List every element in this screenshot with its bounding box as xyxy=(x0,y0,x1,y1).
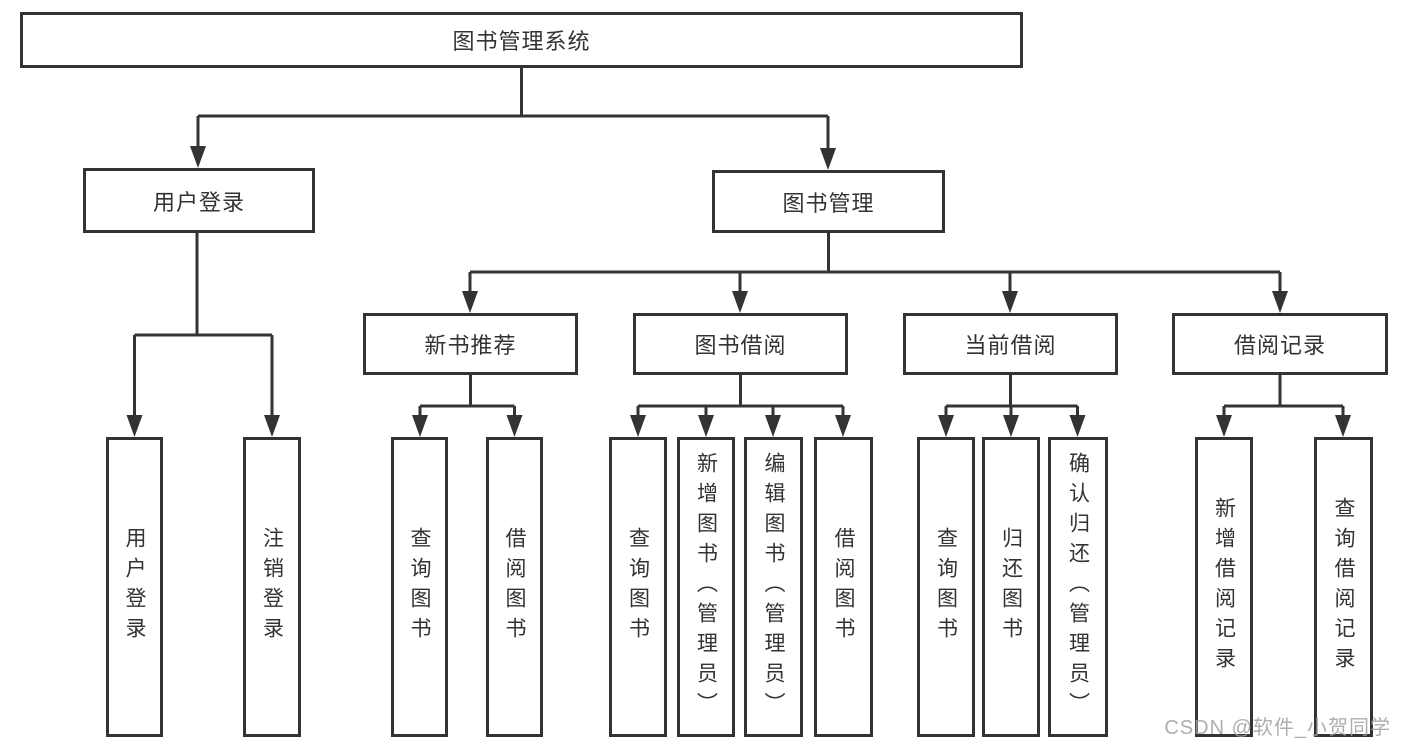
node-current-borrow: 当前借阅 xyxy=(903,313,1118,375)
leaf-borrow-books-2-label: 借阅图书 xyxy=(832,527,855,647)
node-borrow-records: 借阅记录 xyxy=(1172,313,1388,375)
leaf-borrow-books-2: 借阅图书 xyxy=(814,437,873,737)
leaf-edit-book-admin: 编辑图书（管理员） xyxy=(744,437,803,737)
node-user-login-label: 用户登录 xyxy=(152,189,245,215)
leaf-add-book-admin-label: 新增图书（管理员） xyxy=(694,452,718,722)
node-book-borrow-label: 图书借阅 xyxy=(694,333,787,358)
arrowheads xyxy=(126,146,1351,437)
leaf-return-book-label: 归还图书 xyxy=(999,527,1023,647)
leaf-edit-book-admin-label: 编辑图书（管理员） xyxy=(762,452,785,722)
node-borrow-records-label: 借阅记录 xyxy=(1233,333,1326,358)
leaf-query-books-current-label: 查询图书 xyxy=(934,527,958,647)
leaf-logout-label: 注销登录 xyxy=(260,527,284,647)
leaf-query-books-borrow: 查询图书 xyxy=(609,437,667,737)
leaf-add-borrow-record: 新增借阅记录 xyxy=(1195,437,1253,737)
leaf-query-books-recommend-label: 查询图书 xyxy=(408,527,431,647)
leaf-borrow-books-recommend: 借阅图书 xyxy=(486,437,543,737)
leaf-query-books-current: 查询图书 xyxy=(917,437,975,737)
leaf-query-books-borrow-label: 查询图书 xyxy=(626,527,650,647)
node-new-book-recommend: 新书推荐 xyxy=(363,313,578,375)
leaf-user-login: 用户登录 xyxy=(106,437,163,737)
leaf-add-borrow-record-label: 新增借阅记录 xyxy=(1212,497,1236,677)
leaf-borrow-books-recommend-label: 借阅图书 xyxy=(503,527,526,647)
leaf-query-books-recommend: 查询图书 xyxy=(391,437,448,737)
leaf-confirm-return-admin-label: 确认归还（管理员） xyxy=(1066,452,1090,722)
leaf-user-login-label: 用户登录 xyxy=(123,527,146,647)
node-book-management-label: 图书管理 xyxy=(782,190,875,216)
node-book-management: 图书管理 xyxy=(712,170,945,233)
node-root: 图书管理系统 xyxy=(20,12,1023,68)
node-new-book-recommend-label: 新书推荐 xyxy=(424,333,517,358)
leaf-return-book: 归还图书 xyxy=(982,437,1040,737)
node-current-borrow-label: 当前借阅 xyxy=(964,333,1057,358)
csdn-watermark: CSDN @软件_小贺同学 xyxy=(1164,717,1391,739)
leaf-add-book-admin: 新增图书（管理员） xyxy=(677,437,735,737)
node-root-label: 图书管理系统 xyxy=(452,29,591,54)
node-book-borrow: 图书借阅 xyxy=(633,313,848,375)
leaf-logout: 注销登录 xyxy=(243,437,301,737)
node-user-login: 用户登录 xyxy=(83,168,315,233)
leaf-query-borrow-record-label: 查询借阅记录 xyxy=(1332,497,1355,677)
leaf-confirm-return-admin: 确认归还（管理员） xyxy=(1048,437,1108,737)
leaf-query-borrow-record: 查询借阅记录 xyxy=(1314,437,1373,737)
